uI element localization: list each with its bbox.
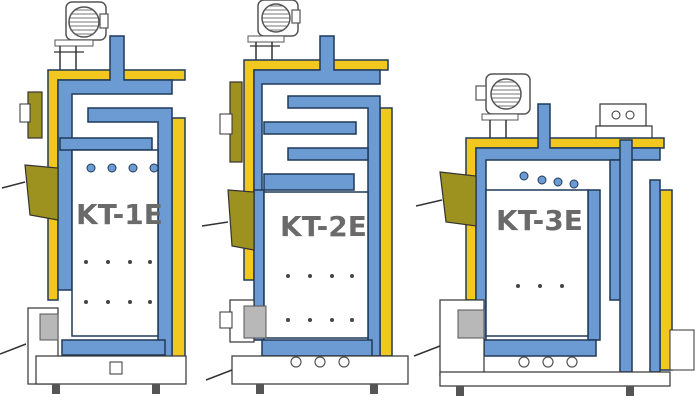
door-icon bbox=[1, 164, 59, 221]
door-icon bbox=[19, 91, 43, 139]
fan-icon bbox=[54, 1, 109, 72]
ash-drawer-icon bbox=[219, 299, 267, 343]
door-icon bbox=[201, 189, 255, 251]
boiler-kt3e: KT-3E bbox=[413, 73, 695, 396]
boiler-kt2e: KT-2E bbox=[201, 0, 409, 394]
boiler-kt1e: KT-1E bbox=[0, 1, 187, 394]
boiler-label: KT-3E bbox=[496, 204, 583, 237]
door-icon bbox=[219, 81, 243, 163]
boiler-label: KT-1E bbox=[76, 198, 163, 231]
boiler-label: KT-2E bbox=[280, 210, 367, 243]
fan-icon bbox=[247, 0, 301, 64]
ash-drawer-icon bbox=[413, 299, 485, 377]
door-icon bbox=[415, 171, 477, 227]
fan-icon bbox=[475, 73, 531, 138]
